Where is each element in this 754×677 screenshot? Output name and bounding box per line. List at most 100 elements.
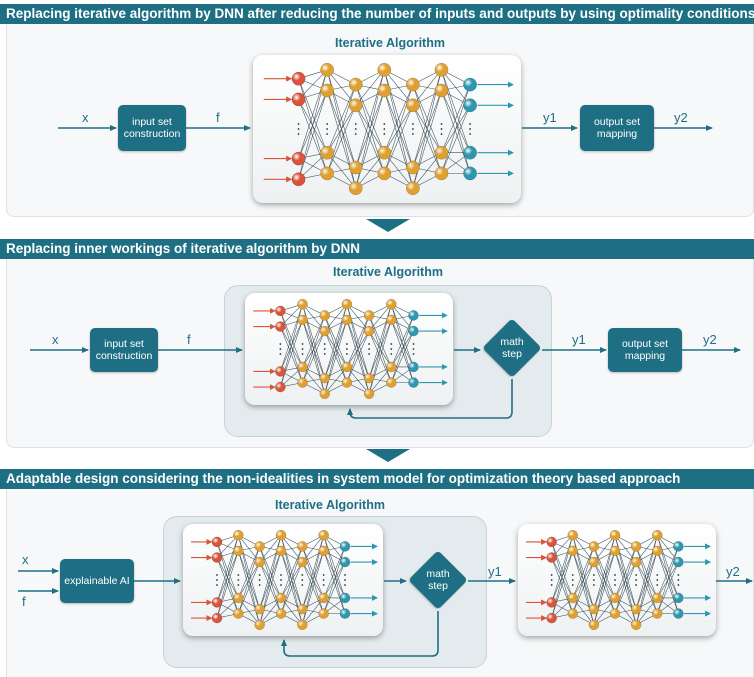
panel2-output-set-mapping-box: output set mapping — [608, 328, 682, 372]
hidden-neuron — [630, 603, 642, 615]
hidden-neuron — [609, 608, 621, 619]
panel1-input-set-construction-box: input set construction — [118, 105, 186, 151]
hidden-neuron — [233, 592, 244, 604]
input-neuron — [211, 597, 223, 608]
hidden-neuron — [651, 545, 663, 557]
hidden-neuron — [630, 619, 642, 631]
connector-arrow-1 — [366, 219, 410, 232]
hidden-neuron — [318, 608, 329, 619]
panel2-algo-label: Iterative Algorithm — [333, 265, 443, 279]
panel2-title: Replacing inner workings of iterative al… — [0, 239, 754, 259]
connector-arrow-2 — [366, 449, 410, 462]
input-neuron — [275, 381, 286, 393]
hidden-neuron — [588, 556, 600, 568]
hidden-neuron — [651, 529, 663, 541]
input-neuron — [291, 92, 306, 107]
panel1-f-label: f — [216, 110, 220, 125]
hidden-neuron — [609, 529, 621, 541]
hidden-neuron — [254, 603, 265, 615]
panel3-explainable-ai-box: explainable AI — [60, 559, 134, 603]
hidden-neuron — [567, 592, 579, 604]
hidden-neuron — [297, 556, 308, 568]
hidden-neuron — [567, 608, 579, 619]
hidden-neuron — [405, 77, 420, 92]
panel3-x-label: x — [22, 552, 29, 567]
hidden-neuron — [651, 592, 663, 604]
hidden-neuron — [348, 160, 363, 175]
hidden-neuron — [297, 541, 308, 552]
output-neuron — [463, 98, 477, 113]
input-neuron — [546, 552, 557, 563]
output-neuron — [339, 541, 351, 552]
hidden-neuron — [567, 545, 579, 557]
panel2-f-label: f — [187, 332, 191, 347]
hidden-neuron — [405, 98, 420, 113]
hidden-neuron — [341, 361, 353, 373]
hidden-neuron — [233, 608, 244, 619]
hidden-neuron — [320, 145, 335, 160]
hidden-neuron — [254, 556, 265, 568]
hidden-neuron — [386, 314, 397, 326]
hidden-neuron — [318, 545, 329, 557]
dnn-graph — [253, 298, 448, 400]
hidden-neuron — [233, 529, 244, 541]
hidden-neuron — [630, 556, 642, 568]
hidden-neuron — [609, 592, 621, 604]
input-neuron — [275, 305, 286, 317]
hidden-neuron — [377, 83, 392, 98]
hidden-neuron — [297, 314, 308, 326]
panel1-output-set-mapping-box: output set mapping — [580, 105, 654, 151]
hidden-neuron — [341, 298, 353, 310]
panel3-dnn-output — [518, 524, 716, 636]
output-neuron — [408, 310, 419, 321]
input-neuron — [211, 612, 223, 624]
hidden-neuron — [320, 83, 335, 98]
hidden-neuron — [348, 181, 363, 196]
output-neuron — [339, 592, 351, 604]
hidden-neuron — [348, 77, 363, 92]
output-neuron — [463, 145, 477, 160]
panel1-algo-label: Iterative Algorithm — [335, 36, 445, 50]
hidden-neuron — [386, 361, 397, 373]
panel3-y2-label: y2 — [726, 564, 740, 579]
hidden-neuron — [363, 388, 375, 400]
output-neuron — [463, 77, 477, 92]
panel2-x-label: x — [52, 332, 59, 347]
panel1-title: Replacing iterative algorithm by DNN aft… — [0, 4, 754, 24]
panel3-y1-label: y1 — [488, 564, 502, 579]
hidden-neuron — [275, 529, 287, 541]
hidden-neuron — [434, 145, 449, 160]
input-neuron — [211, 536, 223, 548]
hidden-neuron — [275, 545, 287, 557]
hidden-neuron — [233, 545, 244, 557]
hidden-neuron — [341, 314, 353, 326]
panel2-math-step: math step — [482, 318, 542, 378]
panel2-input-set-construction-box: input set construction — [90, 328, 158, 372]
hidden-neuron — [275, 608, 287, 619]
hidden-neuron — [588, 603, 600, 615]
panel1-dnn — [253, 55, 521, 203]
hidden-neuron — [319, 310, 331, 321]
panel2-math-step-label: math step — [500, 336, 524, 360]
input-neuron — [546, 612, 557, 624]
hidden-neuron — [297, 298, 308, 310]
dnn-graph — [191, 529, 378, 631]
panel3-math-step-label: math step — [426, 568, 450, 592]
output-neuron — [673, 556, 684, 568]
hidden-neuron — [297, 619, 308, 631]
input-neuron — [211, 552, 223, 563]
dnn-graph — [263, 62, 514, 196]
hidden-neuron — [434, 166, 449, 181]
hidden-neuron — [297, 603, 308, 615]
panel1-x-label: x — [82, 110, 89, 125]
input-neuron — [546, 597, 557, 608]
hidden-neuron — [377, 145, 392, 160]
panel1-y1-label: y1 — [543, 110, 557, 125]
panel3-title: Adaptable design considering the non-ide… — [0, 469, 754, 489]
output-neuron — [408, 325, 419, 337]
panel2-y1-label: y1 — [572, 332, 586, 347]
input-neuron — [546, 536, 557, 548]
hidden-neuron — [363, 372, 375, 384]
panel2-dnn — [245, 293, 453, 405]
output-neuron — [673, 608, 684, 619]
